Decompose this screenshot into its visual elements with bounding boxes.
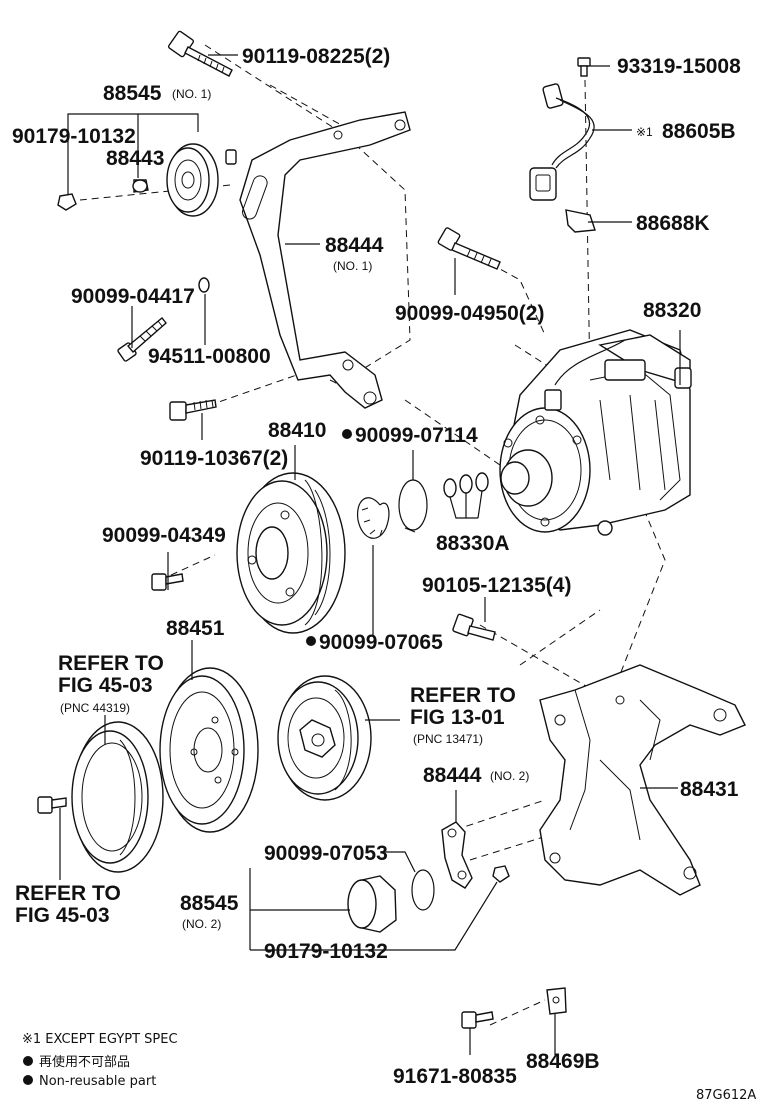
label-88444-no2-sub: (NO. 2)	[490, 769, 529, 783]
leader-lines	[59, 54, 681, 1055]
shims-88330a	[443, 472, 489, 519]
label-88545-no2-sub: (NO. 2)	[182, 917, 221, 931]
label-93319-15008: 93319-15008	[617, 55, 741, 78]
label-88545-no2: 88545	[180, 892, 239, 915]
screw-93319-15008	[577, 57, 591, 77]
bracket-88469b	[546, 987, 567, 1015]
bracket-88444-no1	[239, 111, 411, 409]
bracket-88431	[539, 664, 746, 896]
label-refer-to-a: REFER TO	[58, 652, 164, 675]
bolt-ref-45-03	[37, 796, 67, 814]
label-88605b-mark: ※1	[636, 125, 653, 139]
label-88431: 88431	[680, 778, 739, 801]
idler-pulley-88545-no1	[166, 143, 237, 217]
bolt-90119-10367	[169, 399, 217, 421]
label-90119-10367: 90119-10367(2)	[140, 447, 288, 470]
label-90105-12135: 90105-12135(4)	[422, 574, 571, 597]
legend-nonreusable-jp: 再使用不可部品	[39, 1054, 130, 1070]
bolt-90099-04349	[151, 573, 184, 591]
pulley-88451	[159, 667, 259, 833]
label-88545-no1-sub: (NO. 1)	[172, 87, 211, 101]
legend: ※1 EXCEPT EGYPT SPEC 再使用不可部品 Non-reusabl…	[22, 1032, 756, 1103]
idler-pulley-88545-no2	[347, 875, 397, 933]
label-90099-07053: 90099-07053	[264, 842, 388, 865]
label-refer-to-13-01: REFER TO	[410, 684, 516, 707]
nut-90179-10132-b	[492, 865, 510, 883]
label-90099-07114: 90099-07114	[355, 424, 478, 447]
nonreusable-dot-icon	[306, 636, 316, 646]
washer-94511-00800	[198, 277, 210, 293]
snap-ring-90099-07053	[411, 869, 435, 911]
bolt-91671-80835	[461, 1011, 494, 1029]
bracket-88444-no2	[441, 821, 473, 889]
nut-90179-10132-a	[57, 193, 77, 211]
label-88605b: 88605B	[662, 120, 736, 143]
compressor-88320	[499, 329, 692, 536]
label-90099-04349: 90099-04349	[102, 524, 226, 547]
label-88451: 88451	[166, 617, 225, 640]
label-90119-08225: 90119-08225(2)	[242, 45, 390, 68]
label-88330a: 88330A	[436, 532, 510, 555]
label-91671-80835: 91671-80835	[393, 1065, 517, 1088]
label-88443: 88443	[106, 147, 164, 170]
label-refer-to-b: REFER TO	[15, 882, 121, 905]
figure-code: 87G612A	[696, 1088, 756, 1103]
clamp-88688k	[565, 209, 596, 233]
label-90099-04417: 90099-04417	[71, 285, 195, 308]
label-pnc-13471: (PNC 13471)	[413, 732, 483, 746]
label-88444-no1-sub: (NO. 1)	[333, 259, 372, 273]
bolt-90119-08225	[167, 30, 233, 77]
legend-nonreusable-en: Non-reusable part	[39, 1074, 156, 1089]
bolt-90105-12135	[452, 613, 496, 641]
label-88688k: 88688K	[636, 212, 710, 235]
label-88320: 88320	[643, 299, 701, 322]
spacer-88443	[132, 179, 149, 193]
legend-except-note: ※1 EXCEPT EGYPT SPEC	[22, 1032, 178, 1047]
label-90179-10132-b: 90179-10132	[264, 940, 388, 963]
crank-pulley-ref-45-03	[71, 721, 164, 873]
label-fig-13-01: FIG 13-01	[410, 706, 505, 729]
label-90099-04950: 90099-04950(2)	[395, 302, 544, 325]
label-88444-no1: 88444	[325, 234, 384, 257]
snap-ring-90099-07114	[398, 479, 428, 533]
label-88545-no1: 88545	[103, 82, 162, 105]
label-90179-10132-a: 90179-10132	[12, 125, 136, 148]
label-88469b: 88469B	[526, 1050, 600, 1073]
nonreusable-dot-icon	[23, 1075, 33, 1085]
label-94511-00800: 94511-00800	[148, 345, 271, 368]
snap-ring-90099-07065	[356, 497, 390, 539]
label-90099-07065: 90099-07065	[319, 631, 443, 654]
nonreusable-dot-icon	[342, 429, 352, 439]
label-fig-45-03-a: FIG 45-03	[58, 674, 153, 697]
clutch-pulley-88410	[236, 472, 346, 634]
label-fig-45-03-b: FIG 45-03	[15, 904, 110, 927]
harness-88605b	[529, 83, 595, 201]
part-number-labels: 90119-08225(2) 88545 (NO. 1) 90179-10132…	[12, 45, 741, 1088]
bolt-90099-04950	[437, 227, 501, 270]
label-88410: 88410	[268, 419, 326, 442]
label-pnc-44319: (PNC 44319)	[60, 701, 130, 715]
label-88444-no2: 88444	[423, 764, 482, 787]
nonreusable-dot-icon	[23, 1056, 33, 1066]
pulley-ref-13-01	[277, 675, 372, 801]
